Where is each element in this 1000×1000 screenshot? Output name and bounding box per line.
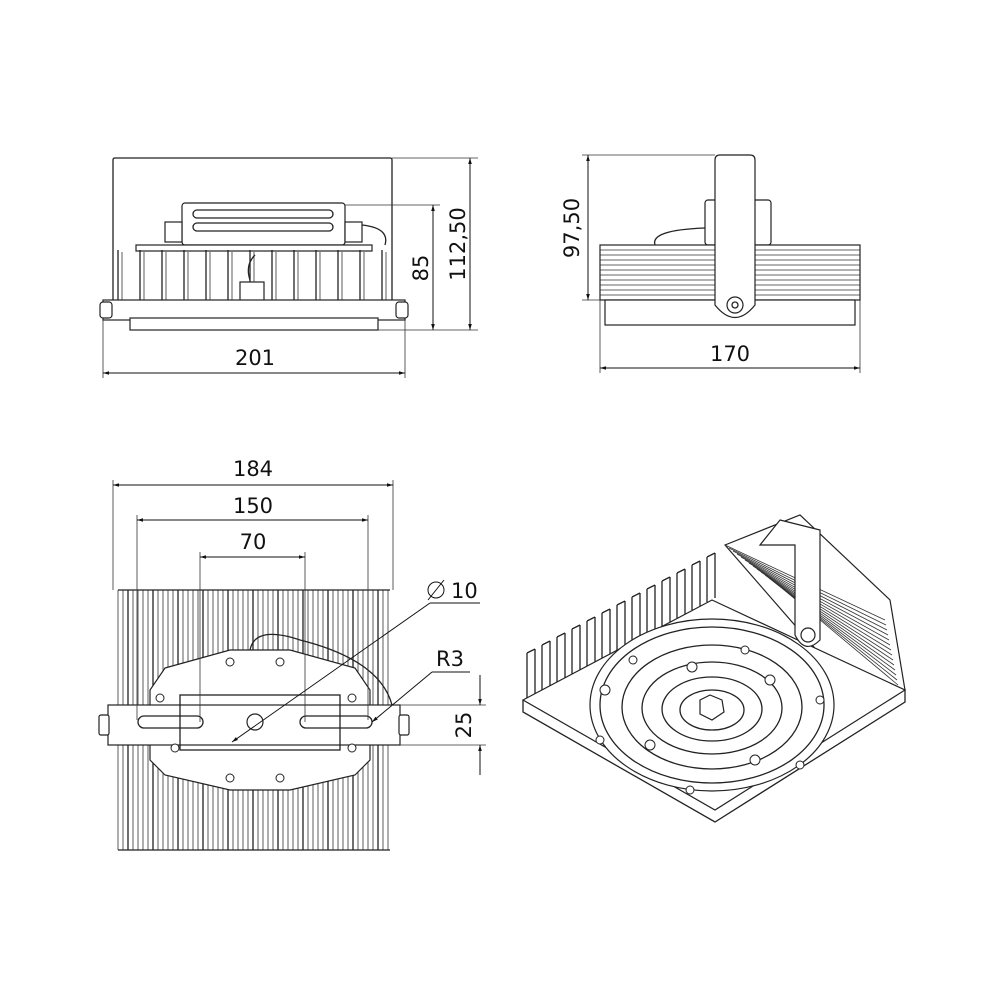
front-view	[99, 157, 478, 378]
drawing-line	[706, 552, 716, 558]
dimension-front-total-height: 112,50	[446, 207, 470, 280]
drawing-line	[571, 624, 581, 630]
drawing-line	[646, 584, 656, 590]
dimension-front-body-height: 85	[409, 255, 433, 282]
drawing-line	[676, 568, 686, 574]
drawing-line	[556, 632, 566, 638]
dimension-front-width: 201	[235, 346, 275, 370]
dimension-side-height: 97,50	[560, 198, 584, 258]
dimension-bracket-width: 25	[452, 712, 476, 739]
dimension-slot-spacing: 70	[240, 530, 267, 554]
dimension-side-width: 170	[710, 342, 750, 366]
drawing-line	[760, 571, 895, 666]
drawing-line	[752, 565, 893, 656]
dimension-top-mount-width: 150	[233, 494, 273, 518]
side-view	[582, 154, 861, 373]
drawing-line	[631, 592, 641, 598]
drawing-line	[764, 574, 896, 671]
drawing-line	[586, 616, 596, 622]
top-view	[98, 480, 486, 851]
dimension-top-total-width: 184	[233, 457, 273, 481]
drawing-line	[756, 568, 894, 661]
dimension-slot-radius: R3	[436, 647, 464, 671]
dimension-hole-diameter: 10	[451, 579, 478, 603]
drawing-line	[768, 577, 897, 676]
drawing-line	[616, 600, 626, 606]
drawing-line	[526, 648, 536, 654]
drawing-line	[661, 576, 671, 582]
isometric-view	[521, 514, 907, 823]
drawing-line	[541, 640, 551, 646]
drawing-line	[691, 560, 701, 566]
drawing-line	[601, 608, 611, 614]
